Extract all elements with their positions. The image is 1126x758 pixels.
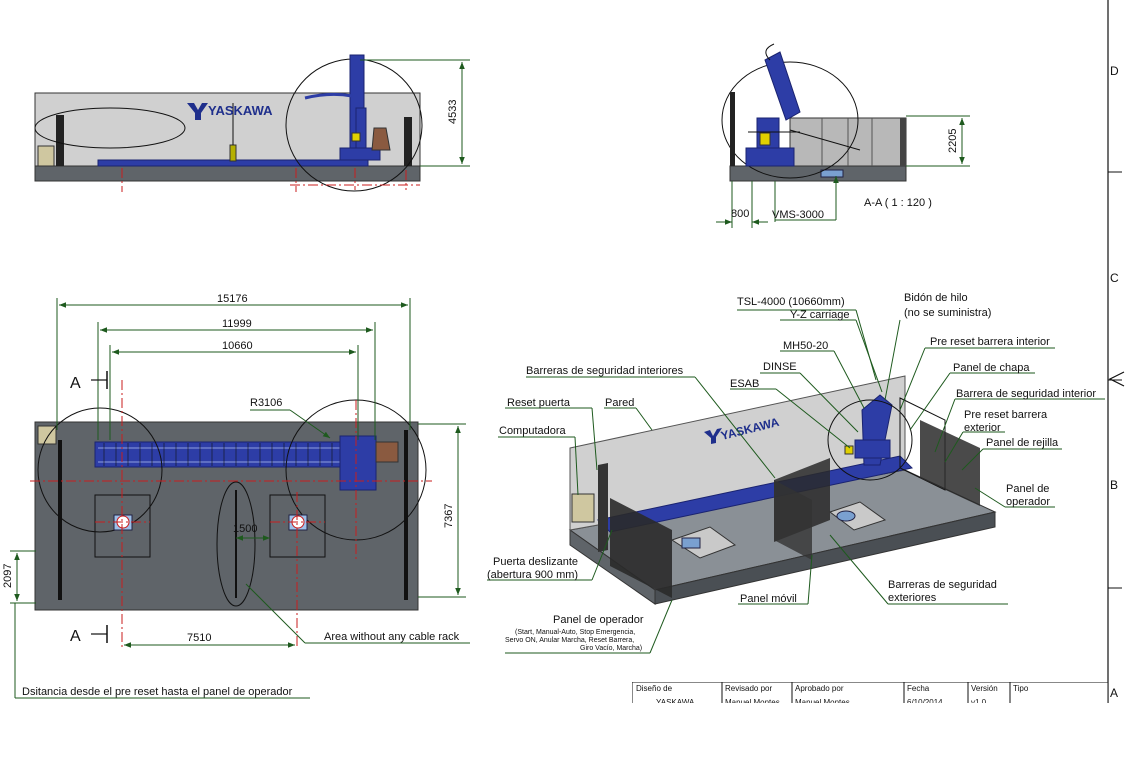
- tb-diseno-header: Diseño de: [636, 684, 673, 693]
- callout-barreras-exteriores-1: Barreras de seguridad: [888, 579, 997, 591]
- callout-panel-operador-detail-2: Servo ON, Anular Marcha, Reset Barrera,: [505, 637, 634, 644]
- callout-yz-carriage: Y-Z carriage: [790, 309, 850, 321]
- no-cable-zone: [216, 481, 256, 607]
- section-marker-a-bottom: A: [70, 628, 81, 645]
- tb-diseno-value: YASKAWA: [656, 698, 695, 707]
- fence-post: [404, 117, 412, 166]
- dim-7510: 7510: [187, 632, 211, 644]
- tb-version-header: Versión: [971, 684, 998, 693]
- isometric-view: YASKAWA: [568, 375, 997, 605]
- sheet-border: [1107, 0, 1125, 703]
- callout-panel-operador: Panel de operador: [553, 614, 644, 626]
- fence-post: [56, 115, 64, 166]
- callout-panel-rejilla: Panel de rejilla: [986, 437, 1059, 449]
- callout-reset-puerta: Reset puerta: [507, 397, 571, 409]
- callout-panel-operador-1: Panel de: [1006, 483, 1049, 495]
- yaskawa-logo-icon: [704, 428, 722, 444]
- yaskawa-logo-icon: [187, 103, 208, 120]
- section-a-a-view: 2205 800 VMS-3000 A-A ( 1 : 120 ): [716, 43, 970, 228]
- dim-vms-3000: VMS-3000: [772, 209, 824, 221]
- robot-reach-arc: [721, 61, 859, 179]
- title-block: Diseño de YASKAWA Revisado por Manuel Mo…: [632, 682, 1108, 707]
- callout-panel-movil: Panel móvil: [740, 593, 797, 605]
- computer-cabinet: [37, 145, 55, 167]
- callout-pre-reset-exterior-1: Pre reset barrera: [964, 409, 1048, 421]
- center-mark-icon: [1108, 371, 1125, 387]
- callout-bidon-2: (no se suministra): [904, 307, 991, 319]
- zone-label-b: B: [1110, 478, 1118, 492]
- callout-panel-operador-detail-1: (Start, Manual-Auto, Stop Emergencia,: [515, 629, 635, 636]
- robot-base-plan: [339, 435, 377, 491]
- zone-label-c: C: [1110, 271, 1119, 285]
- note-cable-rack: Area without any cable rack: [324, 631, 460, 643]
- callout-puerta-deslizante-2: (abertura 900 mm): [487, 569, 578, 581]
- robot-reach-circle: [37, 407, 163, 533]
- note-distance: Dsitancia desde el pre reset hasta el pa…: [22, 686, 293, 698]
- callout-leaders: [487, 309, 1105, 654]
- callout-barrera-interior: Barrera de seguridad interior: [956, 388, 1096, 400]
- callout-barreras-exteriores-2: exteriores: [888, 592, 937, 604]
- tb-aprobado-header: Aprobado por: [795, 684, 844, 693]
- callout-panel-chapa: Panel de chapa: [953, 362, 1030, 374]
- callout-computadora: Computadora: [499, 425, 567, 437]
- callout-pre-reset-interior: Pre reset barrera interior: [930, 336, 1050, 348]
- yaskawa-logo-text: YASKAWA: [208, 103, 273, 118]
- dim-2097: 2097: [2, 564, 14, 588]
- tb-fecha-value: 6/10/2014: [907, 698, 943, 707]
- plan-view: 15176 11999 10660 R3106 7367 2097 1500 7…: [2, 293, 470, 699]
- iso-sliding-door: [610, 498, 672, 598]
- fence-post: [730, 92, 735, 166]
- iso-computer: [571, 493, 595, 523]
- callout-pre-reset-exterior-2: exterior: [964, 422, 1001, 434]
- dim-800: 800: [731, 208, 749, 220]
- tb-aprobado-value: Manuel Montes: [795, 698, 850, 707]
- section-marker-a-top: A: [70, 375, 81, 392]
- dim-r3106: R3106: [250, 397, 282, 409]
- zone-label-d: D: [1110, 64, 1119, 78]
- section-a-a-label: A-A ( 1 : 120 ): [864, 197, 932, 209]
- callout-panel-operador-2: operador: [1006, 496, 1050, 508]
- dim-height-front: 4533: [447, 100, 459, 124]
- iso-grid-panel: [920, 420, 980, 506]
- callout-tsl: TSL-4000 (10660mm): [737, 296, 845, 308]
- dim-15176: 15176: [217, 293, 248, 305]
- zone-label-a: A: [1110, 686, 1118, 700]
- callout-barreras-interiores: Barreras de seguridad interiores: [526, 365, 684, 377]
- yaskawa-logo: YASKAWA: [187, 103, 273, 120]
- robot-arm: [764, 51, 801, 121]
- front-elevation-view: YASKAWA 4533: [34, 54, 470, 192]
- callout-bidon-1: Bidón de hilo: [904, 292, 968, 304]
- tb-revisado-header: Revisado por: [725, 684, 772, 693]
- dim-10660: 10660: [222, 340, 253, 352]
- operator-panel: [229, 144, 237, 162]
- dim-1500: 1500: [233, 523, 257, 535]
- robot-reach-ellipse: [34, 107, 186, 149]
- callout-mh50: MH50-20: [783, 340, 828, 352]
- tb-version-value: v1.0: [971, 698, 987, 707]
- floor-slab: [34, 165, 421, 182]
- callout-dinse: DINSE: [763, 361, 797, 373]
- dim-7367: 7367: [443, 504, 455, 528]
- callout-pared: Pared: [605, 397, 634, 409]
- dim-height-section: 2205: [947, 129, 959, 153]
- wire-drum: [371, 127, 391, 151]
- callout-panel-operador-detail-3: Giro Vacío, Marcha): [580, 645, 642, 652]
- callout-esab: ESAB: [730, 378, 759, 390]
- tb-fecha-header: Fecha: [907, 684, 930, 693]
- tb-revisado-value: Manuel Montes: [725, 698, 780, 707]
- tb-tipo-header: Tipo: [1013, 684, 1029, 693]
- dim-11999: 11999: [222, 318, 252, 330]
- callout-puerta-deslizante-1: Puerta deslizante: [493, 556, 578, 568]
